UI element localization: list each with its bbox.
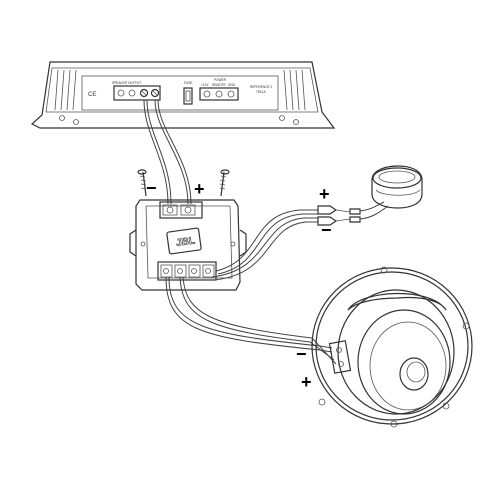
- woofer-negative-sign: −: [296, 344, 307, 364]
- power-terminals: [199, 87, 239, 101]
- crossover: JBL: [129, 199, 247, 291]
- power-label: POWER: [214, 78, 227, 82]
- power-terminal-12v-label: +12V: [201, 83, 209, 87]
- tweeter: [371, 165, 423, 209]
- crossover-input-negative-sign: −: [146, 178, 157, 198]
- woofer: [311, 266, 473, 428]
- amp-model-line2: 75X1A: [256, 90, 266, 94]
- amplifier: CE SPEAKER OUTPUT FUSE POWER +12V REMOTE…: [30, 61, 336, 129]
- amplifier-right-heatsink: [283, 69, 306, 111]
- speaker-output-label: SPEAKER OUTPUT: [112, 81, 141, 85]
- tweeter-connectors: [317, 201, 389, 226]
- fuse: [183, 87, 193, 105]
- tweeter-negative-sign: −: [321, 220, 332, 240]
- amp-ce-mark: CE: [88, 92, 96, 98]
- power-terminal-remote-label: REMOTE: [212, 83, 226, 87]
- crossover-jbl-logo: JBL: [176, 236, 196, 250]
- woofer-positive-sign: +: [301, 372, 312, 392]
- fuse-label: FUSE: [184, 81, 193, 85]
- amp-model-line1: REFERENCE 2: [250, 85, 273, 89]
- crossover-to-woofer-wires: [165, 276, 337, 365]
- mounting-screw-left: [137, 169, 147, 197]
- amp-to-crossover-wires: [143, 99, 192, 205]
- mounting-screw-right: [219, 169, 230, 197]
- power-terminal-gnd-label: GND: [228, 83, 236, 87]
- crossover-input-positive-sign: +: [194, 179, 205, 199]
- crossover-to-tweeter-wires: [211, 209, 318, 281]
- speaker-output-terminals: [113, 85, 161, 101]
- amplifier-left-heatsink: [54, 69, 77, 111]
- tweeter-positive-sign: +: [319, 184, 330, 204]
